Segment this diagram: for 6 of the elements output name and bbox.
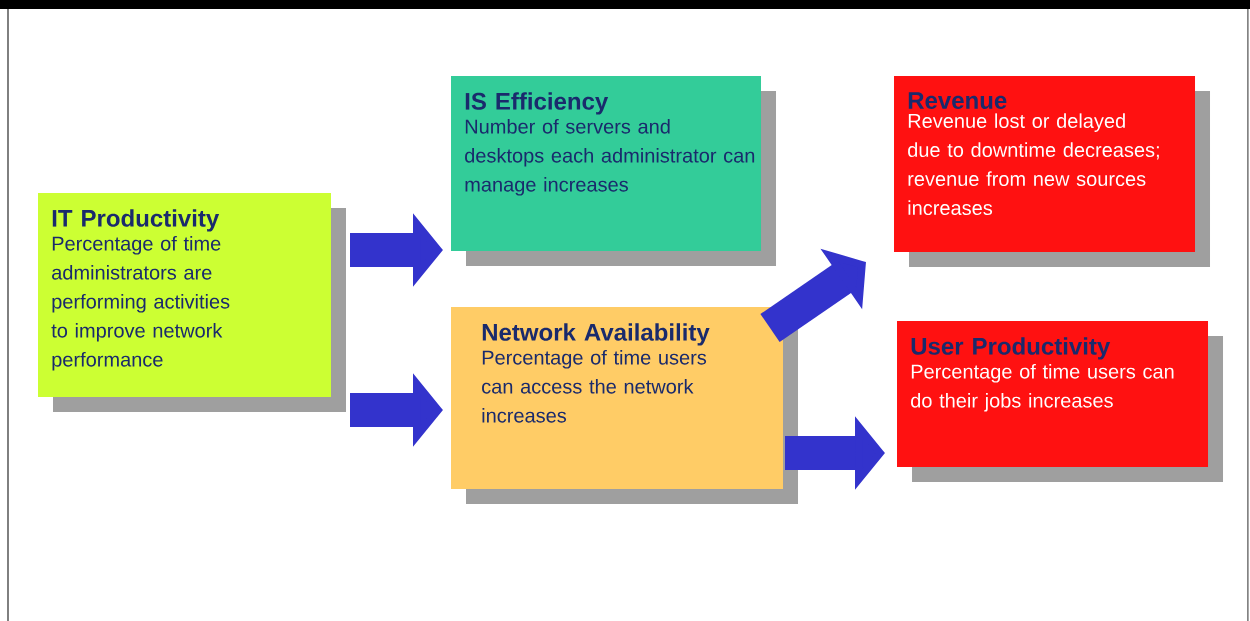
text-box: Revenue Revenue lost or delayed due to downtime decreases; revenue from new sources increases [894, 76, 1195, 252]
text-box: Network Availability Percentage of time users can access the network increases [451, 307, 783, 489]
text-box: IT Productivity Percentage of time administrators are performing activities to improve network performance [38, 193, 331, 397]
block-arrow [760, 248, 866, 342]
text-box: User Productivity Percentage of time users can do their jobs increases [897, 321, 1208, 467]
text-box: IS Efficiency Number of servers and desktops each administrator can manage increases [451, 76, 761, 251]
